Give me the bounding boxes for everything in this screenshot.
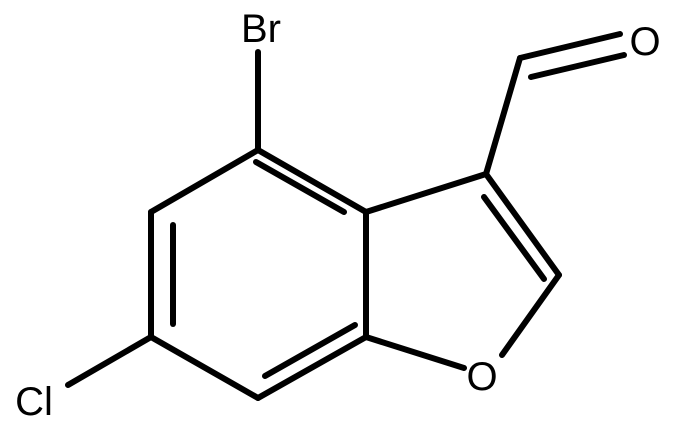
bond-c7-c7a-inner bbox=[262, 322, 358, 379]
bond-c6-cl bbox=[65, 334, 154, 388]
bond-c7-c7a bbox=[255, 334, 369, 401]
bond-c3a-c4-inner bbox=[253, 159, 347, 215]
chlorine-label: Cl bbox=[15, 380, 53, 424]
bond-c3-c2 bbox=[483, 171, 562, 278]
bond-c3a-c4 bbox=[255, 147, 369, 215]
bond-c2-o1 bbox=[499, 272, 562, 358]
aldehyde-oxygen-label: O bbox=[629, 20, 660, 64]
bond-cho-o-inner bbox=[528, 52, 627, 80]
bond-c6-c7 bbox=[148, 334, 261, 401]
bond-o1-c7a bbox=[363, 334, 467, 371]
bond-c3-cho bbox=[483, 55, 523, 177]
ring-oxygen-label: O bbox=[466, 355, 497, 399]
bond-cho-o bbox=[517, 31, 623, 61]
bond-c3a-c3 bbox=[363, 171, 489, 215]
bond-c4-c5 bbox=[148, 147, 261, 215]
bond-c3-c2-inner bbox=[481, 194, 547, 282]
bromine-label: Br bbox=[241, 7, 281, 51]
